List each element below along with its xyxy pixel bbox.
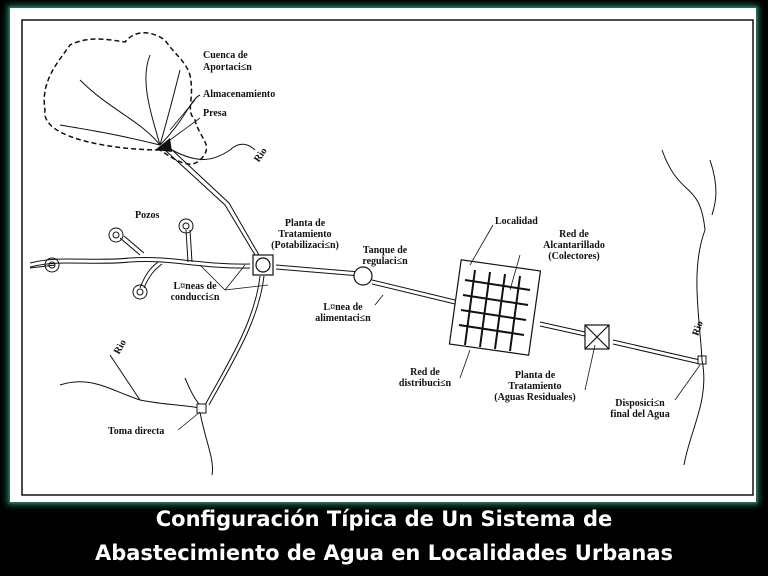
label-toma-directa: Toma directa	[108, 426, 164, 437]
label-presa: Presa	[203, 108, 227, 119]
catchment-streams	[59, 54, 201, 146]
locality-network	[448, 259, 542, 356]
wastewater-plant	[584, 324, 610, 350]
label-pozos: Pozos	[135, 210, 160, 221]
caption: Configuración Típica de Un Sistema de Ab…	[0, 502, 768, 570]
label-almacenamiento: Almacenamiento	[203, 89, 275, 100]
direct-intake	[196, 403, 207, 414]
river-top	[171, 143, 256, 160]
river-left	[59, 354, 214, 476]
river-right	[661, 149, 717, 466]
caption-line-2: Abastecimiento de Agua en Localidades Ur…	[94, 541, 674, 565]
label-localidad: Localidad	[495, 216, 538, 227]
leader-lines	[169, 99, 701, 431]
label-rio-top: Rìo	[252, 146, 270, 165]
dam-icon	[155, 138, 172, 152]
diagram-panel	[10, 8, 756, 502]
inner-border	[21, 19, 754, 496]
treatment-plant-potable	[252, 254, 274, 276]
label-rio-left: Rìo	[112, 338, 129, 356]
regulation-tank	[353, 266, 373, 286]
wells	[44, 218, 194, 300]
catchment-boundary	[43, 32, 208, 165]
caption-line-1: Configuración Típica de Un Sistema de	[155, 507, 613, 531]
label-rio-right: Rìo	[690, 320, 705, 338]
